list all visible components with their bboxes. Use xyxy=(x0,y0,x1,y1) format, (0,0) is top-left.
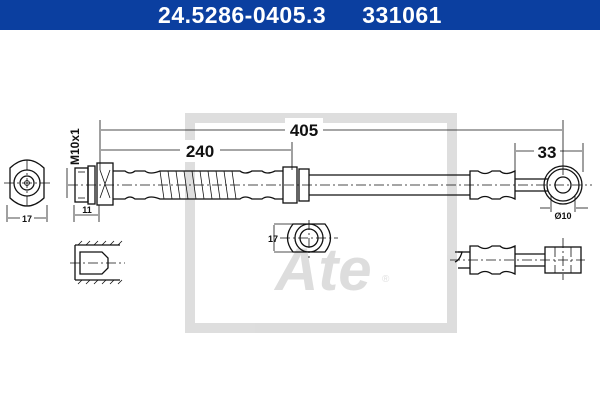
svg-text:®: ® xyxy=(382,274,390,285)
end-width-label: 17 xyxy=(22,214,32,224)
banjo-bore-label: Ø10 xyxy=(554,211,571,221)
mid-width-label: 17 xyxy=(268,234,278,244)
hose-side-view: Ø10 xyxy=(68,162,592,221)
reference-number: 331061 xyxy=(362,1,442,28)
banjo-top-view xyxy=(450,238,585,280)
thread-length-label: 11 xyxy=(82,205,92,215)
ate-watermark-logo: Ate ® xyxy=(185,113,457,333)
thread-label: M10x1 xyxy=(68,128,82,165)
svg-text:Ate: Ate xyxy=(273,236,372,303)
left-end-view: 17 xyxy=(4,159,50,224)
port-section-view xyxy=(70,240,125,285)
mid-fitting-view: 17 xyxy=(268,220,338,258)
title-bar: 24.5286-0405.3 331061 xyxy=(0,0,600,30)
dimension-lines: 405 240 33 M10x1 11 xyxy=(66,118,584,222)
part-number: 24.5286-0405.3 xyxy=(158,1,327,28)
hose-length-label: 240 xyxy=(186,142,214,161)
total-length-label: 405 xyxy=(290,121,318,140)
banjo-offset-label: 33 xyxy=(538,143,557,162)
